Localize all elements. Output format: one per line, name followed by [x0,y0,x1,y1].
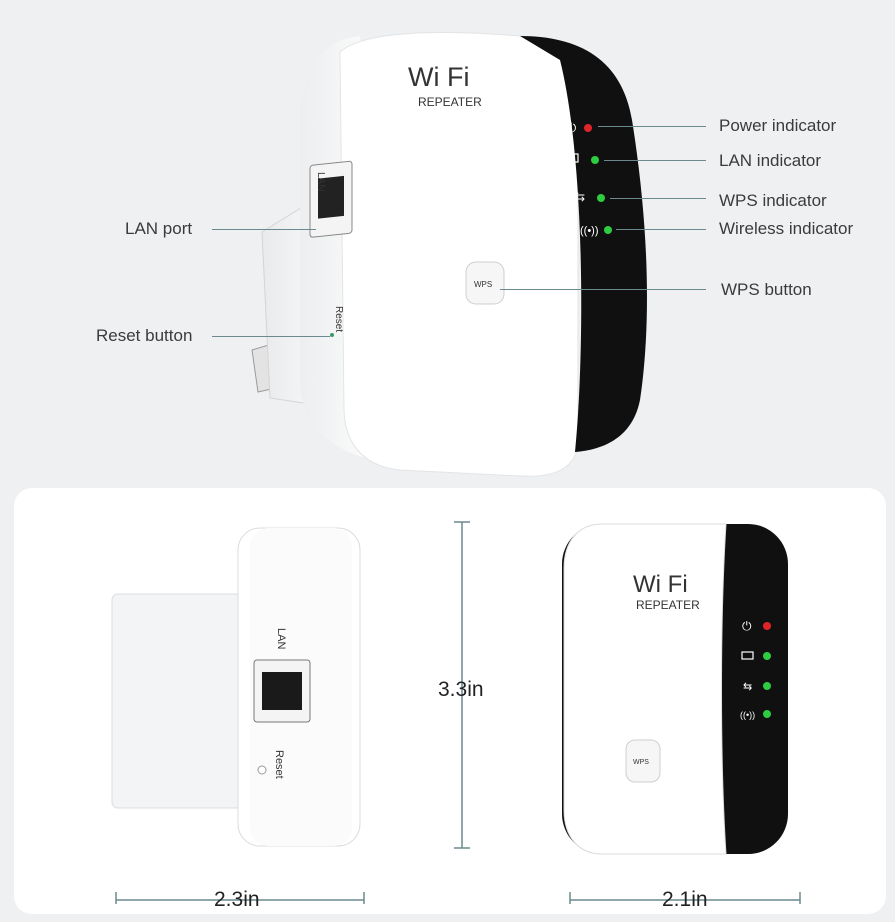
lan-side-text: LAN [315,172,326,191]
lan-indicator-label: LAN indicator [719,151,822,170]
reset-side-view-text: Reset [273,750,285,779]
front-logo-repeater: REPEATER [636,598,700,612]
logo-repeater: REPEATER [418,95,482,109]
svg-text:⇆: ⇆ [743,681,752,693]
depth-dimension: 2.3in [214,888,260,911]
svg-text:((•)): ((•)) [740,710,755,720]
svg-text:⇆: ⇆ [575,190,585,204]
power-indicator-label: Power indicator [719,116,837,135]
height-dimension: 3.3in [438,678,484,701]
svg-text:⏻: ⏻ [566,120,576,135]
wireless-indicator-label: Wireless indicator [719,219,854,238]
width-dimension: 2.1in [662,888,708,911]
wps-button-label: WPS button [721,280,812,299]
lan-port-label: LAN port [125,219,193,238]
dimension-views: LAN Reset Wi Fi REPEATER WPS ⏻ ⇆ ((•)) [111,521,801,904]
wps-button-text: WPS [474,280,492,289]
svg-text:⏻: ⏻ [742,619,752,633]
front-logo-wifi: Wi Fi [633,571,688,598]
led-group: ⏻ ⇆ ((•)) [565,120,612,237]
wps-indicator-label: WPS indicator [719,191,827,210]
repeater-angled-view: ⏻ ⇆ ((•)) WPS Wi Fi REPEATER LAN Reset [251,32,647,477]
reset-button-label: Reset button [96,326,193,345]
svg-text:((•)): ((•)) [580,225,599,237]
lan-side-view-text: LAN [275,628,287,649]
front-wps-text: WPS [633,759,649,766]
logo-wifi: Wi Fi [408,62,469,92]
reset-side-text: Reset [333,306,344,332]
